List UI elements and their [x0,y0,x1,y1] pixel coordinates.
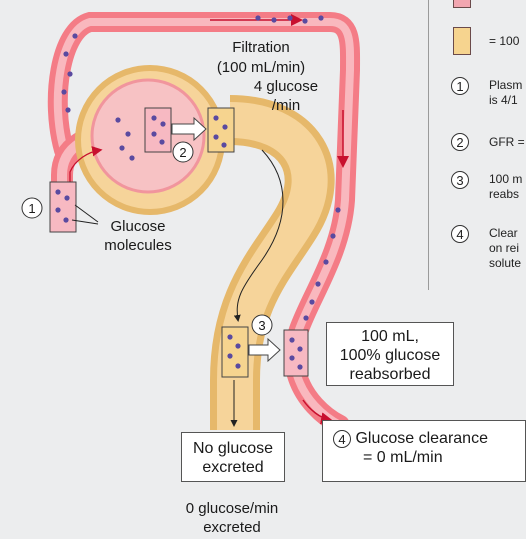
excreted-line-2: excreted [203,519,261,536]
clearance-text-1: Glucose clearance [355,430,488,447]
plasma-sample-afferent [50,182,76,232]
clearance-callout: 4 Glucose clearance = 0 mL/min [322,420,526,482]
clearance-line-1: 4 Glucose clearance [333,429,525,448]
reabsorbed-callout: 100 mL, 100% glucose reabsorbed [326,322,454,386]
tubule-sample [222,327,248,377]
no-glucose-line-1: No glucose [182,439,284,458]
filtration-title: Filtration [232,39,290,56]
excreted-line-1: 0 glucose/min [186,500,279,517]
glucose-rate-line2: /min [272,97,300,114]
peritubular-sample [284,330,308,376]
legend-num-1: 1 [451,77,469,95]
filtration-rate: (100 mL/min) [217,59,305,76]
filtrate-swatch [453,27,471,55]
step-1-marker: 1 [22,198,42,218]
no-glucose-callout: No glucose excreted [181,432,285,482]
reabsorbed-line-2: 100% glucose [327,346,453,365]
glucose-rate-line1: 4 glucose [254,78,318,95]
plasma-swatch [453,0,471,8]
plasma-sample-glomerulus [145,108,171,152]
reabsorbed-line-1: 100 mL, [327,327,453,346]
legend-num-3: 3 [451,171,469,189]
legend-num-4: 4 [451,225,469,243]
step-4-marker: 4 [333,430,351,448]
glucose-molecules-label-2: molecules [104,237,172,254]
svg-text:1: 1 [28,201,35,216]
filtrate-sample [208,108,234,152]
no-glucose-line-2: excreted [182,458,284,477]
step-2-marker: 2 [173,142,193,162]
glucose-molecules-label-1: Glucose [110,218,165,235]
filtrate-legend-text: = 100 [489,34,519,49]
svg-text:2: 2 [179,145,186,160]
legend-num-2: 2 [451,133,469,151]
reabsorbed-line-3: reabsorbed [327,365,453,384]
legend-item-2: GFR = [489,135,525,150]
step-3-marker: 3 [252,315,272,335]
clearance-line-2: = 0 mL/min [333,448,525,467]
svg-text:3: 3 [258,318,265,333]
